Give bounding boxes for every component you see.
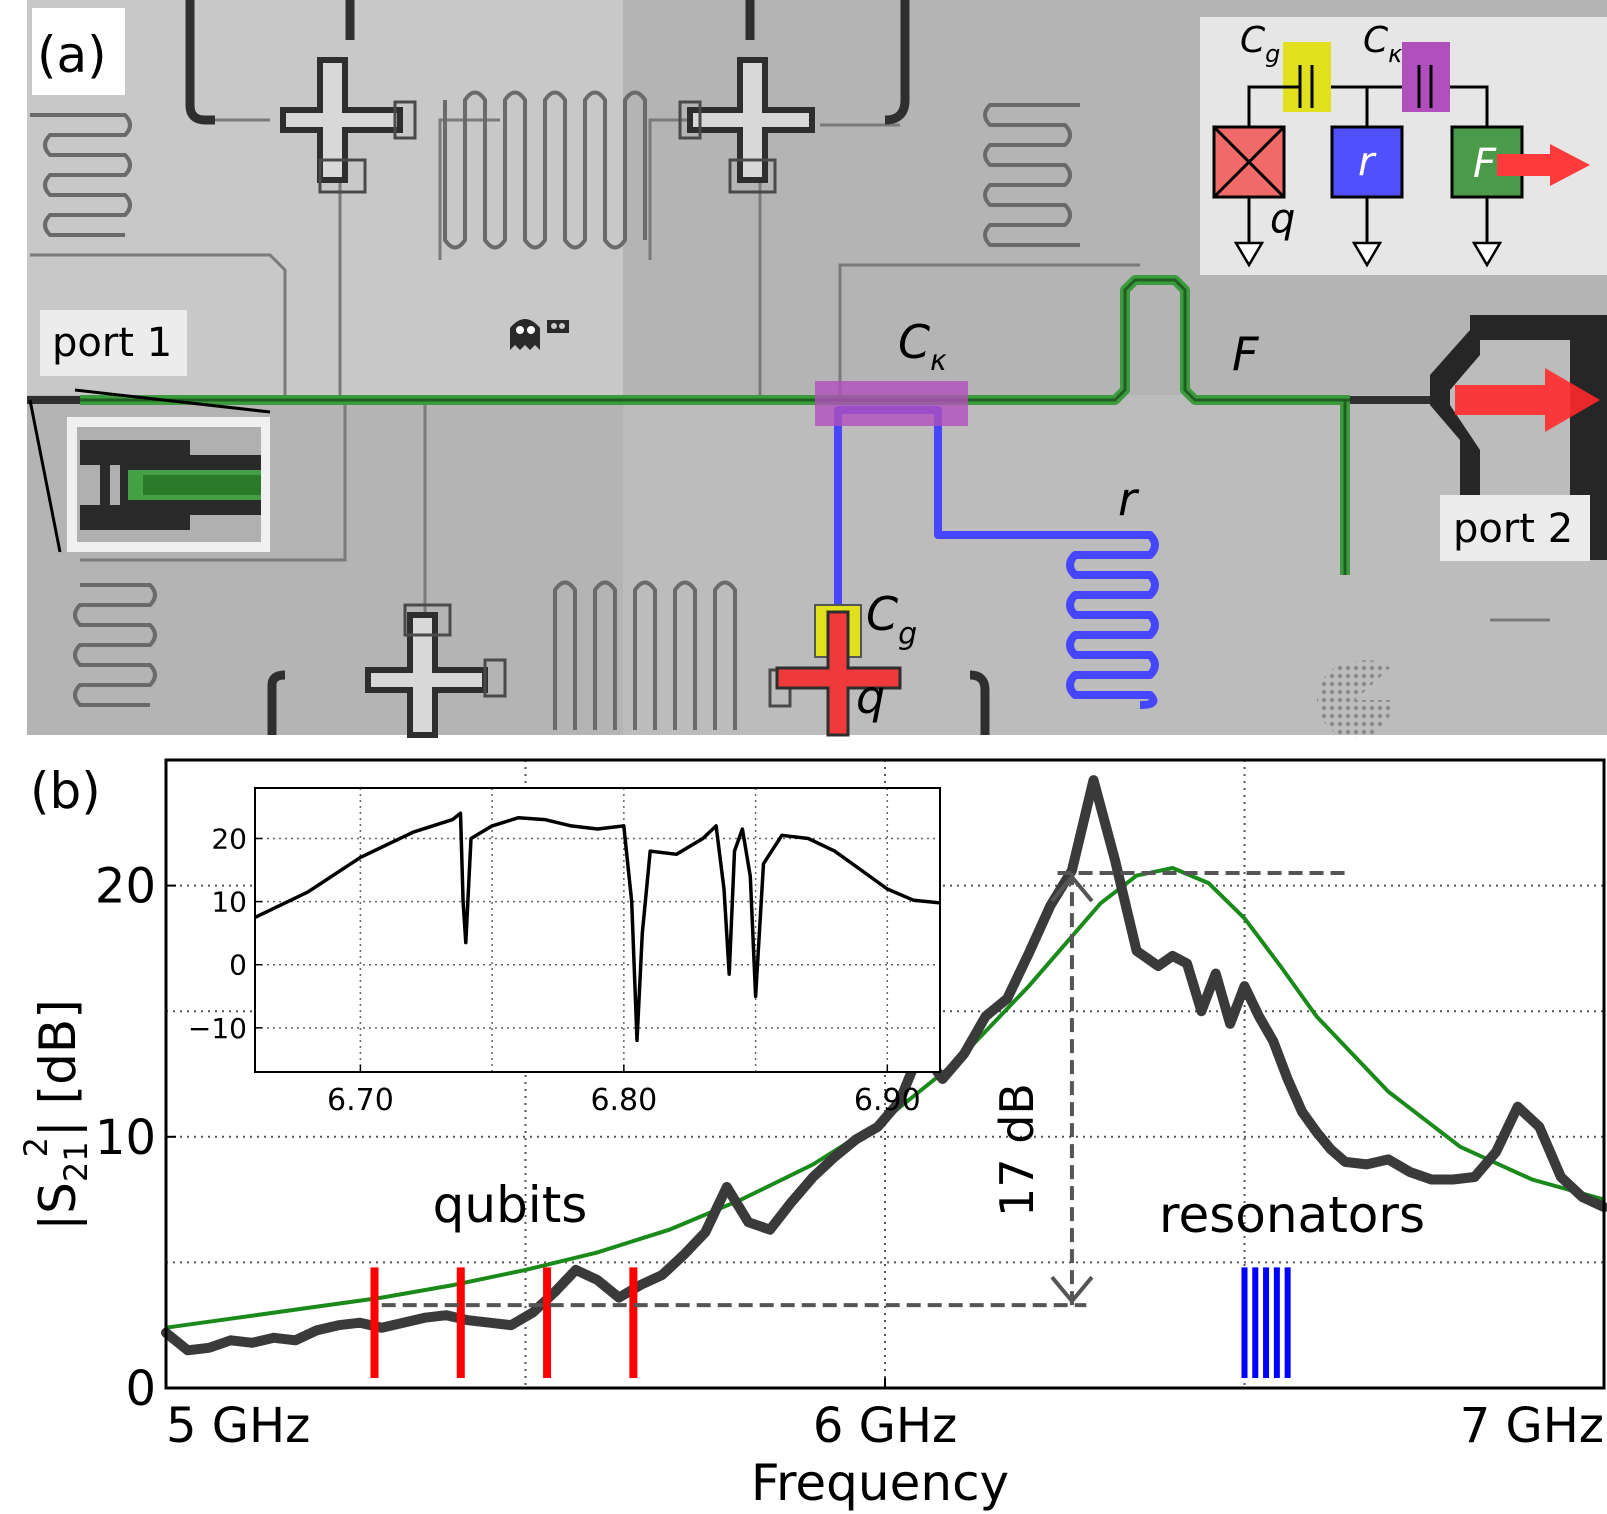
qubit-label: q [856,670,885,724]
panel-b-label: (b) [30,762,101,820]
inset-y-tick-label: 10 [211,886,247,919]
circuit-cg-label: Cg [1240,20,1280,68]
x-axis-label: Frequency [751,1454,1009,1512]
circuit-resonator [1330,125,1404,199]
circuit-cg-highlight [1283,42,1331,112]
gain-annotation-label: 17 dB [990,1083,1044,1217]
dark-waveguides [185,0,990,735]
inset-y-tick-label: 0 [229,949,247,982]
highlighted-qubit [775,610,902,737]
panel-a: (a) port 1 port 2 Cκ F r Cg q [27,0,1607,738]
inset-curve [254,811,941,1043]
inset-y-tick-label: −10 [188,1012,247,1045]
y-tick-label: 20 [95,859,156,915]
panel-a-label-bg [32,8,125,95]
circuit-ck-label: Cκ [1363,20,1403,68]
port2-label-bg [1440,495,1590,561]
inset-chart: 20 10 0 −10 6.70 6.80 6.90 [188,787,941,1118]
inset-y-tick-label: 20 [211,822,247,855]
panel-b: (b) 0 10 20 5 GHz 6 GHz 7 GHz |S212| [dB] Fre… [17,758,1607,1512]
readout-resonator [834,406,1159,709]
annotation-arrow-head-down [1050,1275,1094,1305]
fit-curve [165,865,1605,1330]
ground-symbols [1233,241,1503,268]
inset-x-tick-label: 6.70 [327,1083,394,1118]
y-tick-label: 10 [95,1110,156,1166]
grey-qubit-pads [318,100,792,708]
zoom-line-bottom [28,399,62,553]
circuit-filter-label: F [1473,141,1497,187]
port2-label: port 2 [1453,506,1573,552]
circuit-inset: Cg Cκ q r F [1200,17,1607,275]
meander-resonators [30,90,1080,730]
x-tick-label: 5 GHz [166,1398,310,1454]
resonator-label: r [1118,472,1140,526]
port1-label: port 1 [52,320,172,366]
circuit-output-arrow [1497,144,1590,186]
inset-x-tick-label: 6.80 [590,1083,657,1118]
port2-output-arrow [1455,368,1600,432]
inset-frame [254,787,941,1073]
circuit-ck-highlight [1402,42,1450,112]
zoom-line-top [74,388,271,414]
inset-x-tick-label: 6.90 [854,1083,921,1118]
port1-label-bg [40,310,187,376]
inset-plot-area [255,788,940,1072]
port1-zoom-inset [67,417,270,552]
cg-label: Cg [866,587,917,652]
y-tick-label: 0 [125,1361,156,1417]
ck-coupler-highlight [815,381,968,426]
x-tick-label: 7 GHz [1460,1398,1604,1454]
pacman-logo [1317,660,1393,738]
filter-label: F [1232,327,1259,381]
qubits-label: qubits [433,1176,588,1234]
purcell-filter-core [80,278,1350,575]
circuit-qubit-label: q [1270,196,1295,242]
ck-label: Cκ [898,315,947,377]
coupling-lines [30,118,1550,622]
panel-a-label: (a) [37,26,107,84]
grey-qubits [280,57,815,738]
circuit-resonator-label: r [1358,139,1377,185]
annotation-arrow-head-up [1050,873,1094,903]
y-axis-label: |S212| [dB] [17,999,95,1230]
x-tick-label: 6 GHz [813,1398,957,1454]
resonators-label: resonators [1159,1186,1425,1244]
ghost-logo [510,319,569,350]
